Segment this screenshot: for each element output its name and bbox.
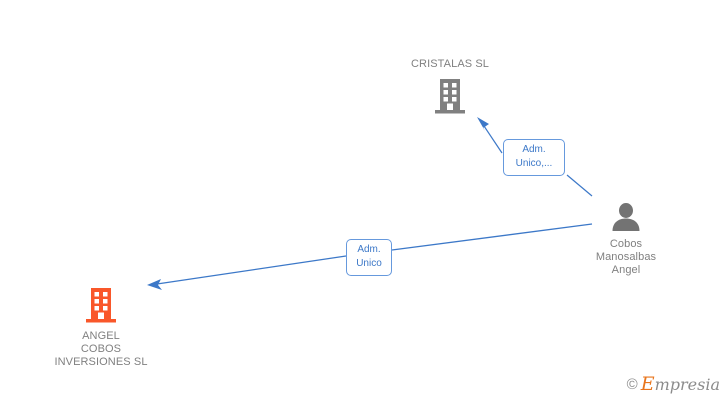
watermark-brand: Empresia xyxy=(641,375,720,394)
node-label-angel-cobos: ANGEL COBOS INVERSIONES SL xyxy=(54,330,148,368)
edge-segment-right xyxy=(391,223,593,251)
edge-person-to-cristalas xyxy=(477,117,593,197)
watermark-brand-initial: E xyxy=(640,373,655,395)
building-icon-wrap-orange xyxy=(31,283,171,325)
edge-segment-upper xyxy=(481,122,503,154)
node-label-cristalas: CRISTALAS SL xyxy=(410,58,490,70)
watermark-brand-rest: mpresia xyxy=(654,375,720,394)
node-label-cobos-manosalbas-angel: Cobos Manosalbas Angel xyxy=(595,238,657,276)
building-icon-wrap xyxy=(380,74,520,116)
node-angel-cobos-inversiones-sl[interactable]: ANGEL COBOS INVERSIONES SL xyxy=(31,283,171,369)
edge-segment-left xyxy=(156,255,347,285)
node-cristalas-sl[interactable]: CRISTALAS SL xyxy=(380,58,520,116)
node-cobos-manosalbas-angel[interactable]: Cobos Manosalbas Angel xyxy=(556,201,696,277)
edge-label-adm-unico-angel-cobos[interactable]: Adm. Unico xyxy=(346,239,392,276)
copyright-icon: © xyxy=(626,376,638,393)
arrowhead-to-angel-cobos xyxy=(147,279,162,290)
edge-person-to-angel-cobos xyxy=(147,223,593,290)
building-icon xyxy=(86,288,116,323)
edge-label-adm-unico-cristalas[interactable]: Adm. Unico,... xyxy=(503,139,565,176)
edge-segment-lower xyxy=(566,174,593,197)
watermark-empresia: © Empresia xyxy=(627,375,720,394)
person-icon-wrap xyxy=(556,201,696,231)
arrowhead-to-cristalas xyxy=(477,117,489,131)
building-icon xyxy=(435,79,465,114)
person-icon xyxy=(612,203,640,231)
